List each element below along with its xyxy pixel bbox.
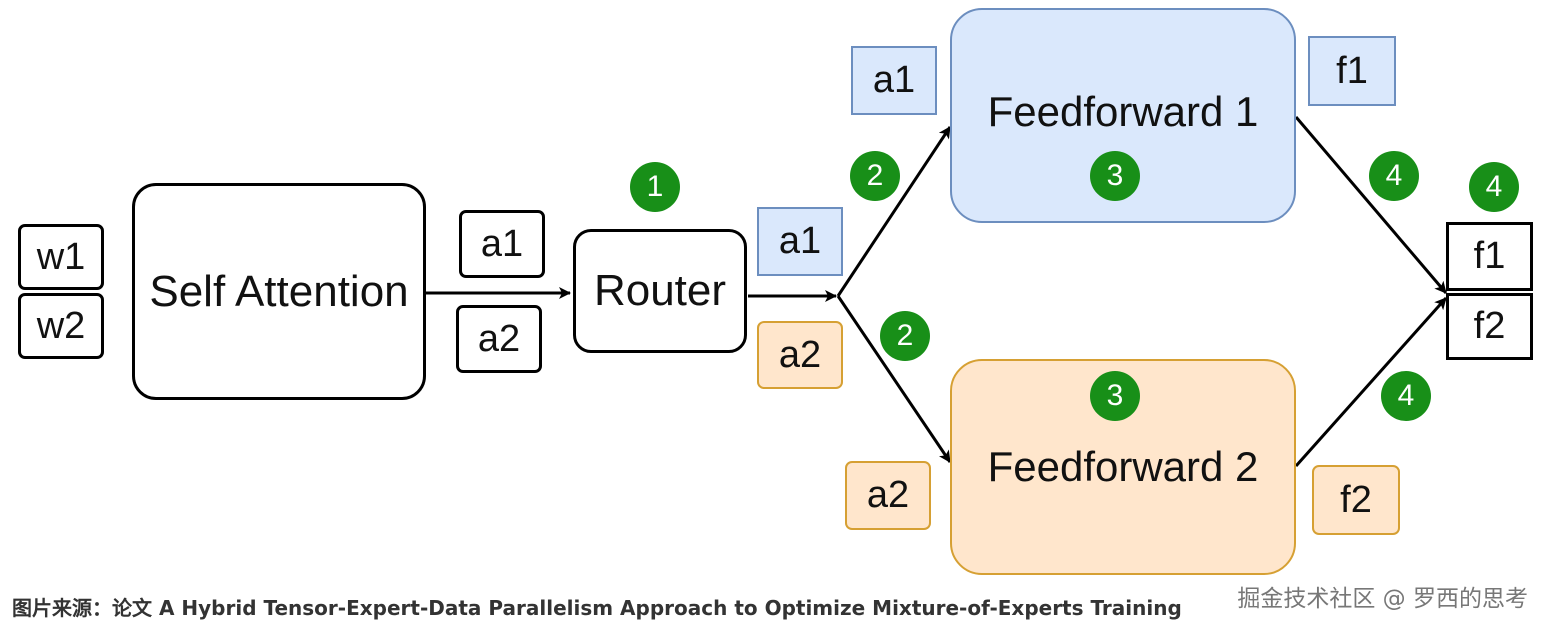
- expert2-input-token: a2: [845, 461, 931, 530]
- input-token-w1: w1: [18, 224, 104, 290]
- self-attention-block: Self Attention: [132, 183, 426, 400]
- step-badge-route-expert2: 2: [880, 311, 930, 361]
- step-badge-compute-expert1: 3: [1090, 151, 1140, 201]
- edge-expert1-to-output: [1294, 116, 1448, 294]
- expert2-output-token: f2: [1312, 465, 1400, 535]
- edge-split-to-expert1: [836, 126, 952, 297]
- step-badge-output: 4: [1469, 162, 1519, 212]
- router-output-a2: a2: [757, 321, 843, 389]
- figure-caption: 图片来源：论文 A Hybrid Tensor-Expert-Data Para…: [12, 596, 1182, 620]
- step-badge-return-expert2: 4: [1381, 371, 1431, 421]
- input-token-w2: w2: [18, 293, 104, 359]
- edge-split-to-expert2: [836, 295, 952, 463]
- attention-output-a2: a2: [456, 305, 542, 373]
- watermark: 掘金技术社区 @ 罗西的思考: [1237, 586, 1528, 612]
- attention-output-a1: a1: [459, 210, 545, 278]
- output-token-f1: f1: [1446, 222, 1533, 291]
- edge-expert2-to-output: [1294, 297, 1448, 467]
- expert1-input-token: a1: [851, 46, 937, 115]
- step-badge-router: 1: [630, 162, 680, 212]
- router-output-a1: a1: [757, 207, 843, 276]
- output-token-f2: f2: [1446, 293, 1533, 360]
- router-block: Router: [573, 229, 747, 353]
- step-badge-compute-expert2: 3: [1090, 371, 1140, 421]
- step-badge-return-expert1: 4: [1369, 151, 1419, 201]
- expert1-output-token: f1: [1308, 36, 1396, 106]
- step-badge-route-expert1: 2: [850, 151, 900, 201]
